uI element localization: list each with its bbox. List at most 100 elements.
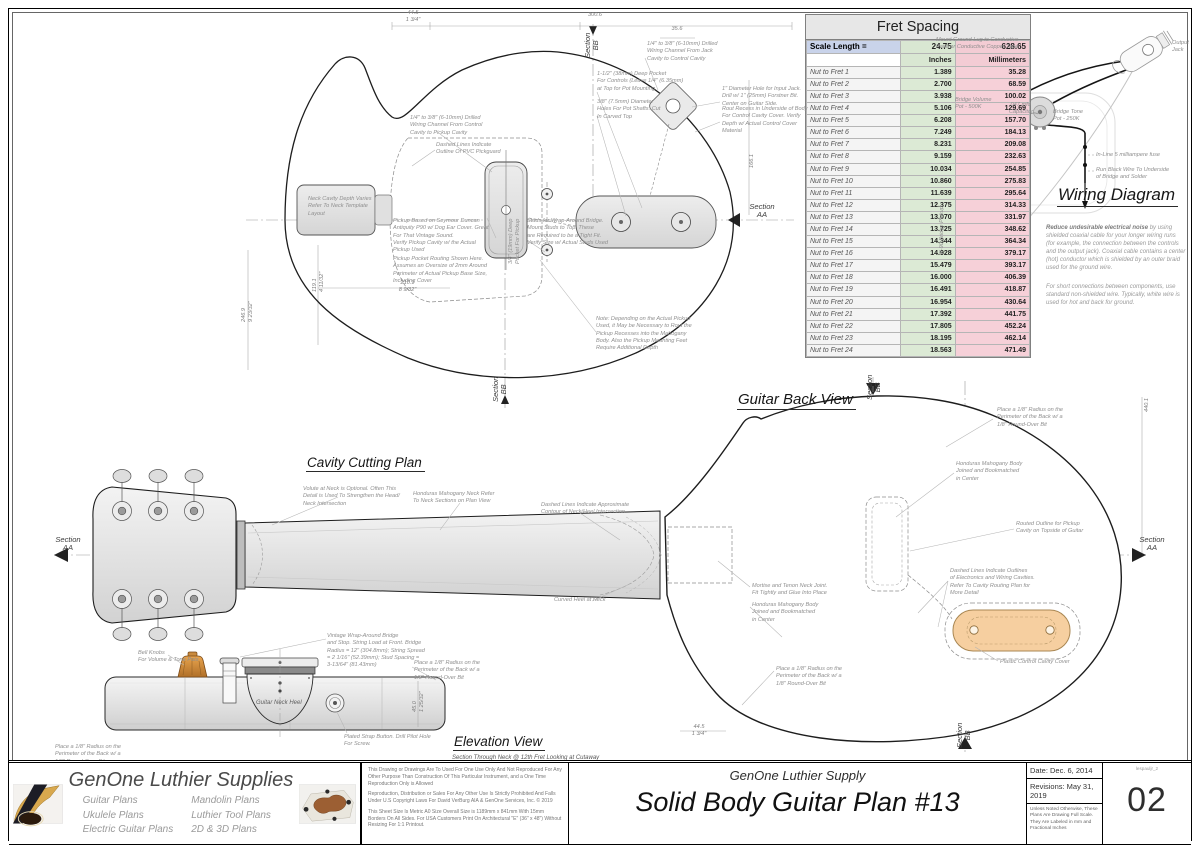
annotation-label: 210.1 8 9/32" — [398, 280, 417, 293]
annotation-label: 166.1 — [749, 154, 755, 168]
sheet-revisions: Revisions: May 31, 2019 — [1027, 779, 1102, 804]
guitar-mold-photo — [299, 783, 356, 824]
control-cavity-cover — [952, 609, 1071, 652]
annotation-label: Section BB — [955, 722, 973, 748]
legal-paragraph: This Drawing or Drawings Are To Used For… — [368, 767, 562, 787]
annotation-label: 246.9 9 23/32" — [241, 301, 254, 322]
annotation-label: 1" Diameter Hole for Input Jack. Drill w… — [722, 86, 802, 107]
annotation-label: Pickup Based on Seymour Duncan Antiquity… — [393, 218, 489, 254]
annotation-label: In-Line 5 milliampere fuse — [1096, 152, 1161, 158]
section-bb-arrow-top — [589, 26, 597, 35]
sheet-date: Date: Dec. 6, 2014 — [1027, 763, 1102, 779]
annotation-label: Section AA — [749, 202, 775, 220]
elevation-view-title: Elevation View — [453, 734, 546, 751]
annotation-label: Section BB — [865, 374, 883, 400]
annotation-label: 44.5 1 3/4" — [691, 724, 707, 737]
annotation-label: 3/4" (19mm) Deep Pocket For Pickup — [508, 218, 522, 264]
fret-spacing-table: Fret Spacing Scale Length = 24.75 628.65… — [805, 14, 1031, 358]
wiring-diagram-title: Wiring Diagram — [1057, 185, 1178, 207]
leader-lines — [167, 638, 437, 734]
annotation-label: Section BB — [583, 32, 601, 58]
annotation-label: Honduras Mahogany Body Joined and Bookma… — [956, 461, 1023, 482]
annotation-label: Section AA — [1139, 535, 1165, 553]
annotation-label: Dashed Lines Indicate Outline Of PVC Pic… — [436, 142, 501, 156]
plans-list-right: Mandolin Plans Luthier Tool Plans 2D & 3… — [191, 795, 271, 836]
annotation-label: Bridge Volume Pot - 500K — [955, 97, 992, 111]
acoustic-guitar-cutaway-photo — [13, 783, 63, 826]
neck-back — [244, 510, 661, 600]
scale-length-row: Scale Length = 24.75 628.65 — [805, 39, 1031, 55]
output-jack — [1112, 30, 1174, 74]
annotation-label: 35.6 — [671, 26, 683, 32]
sheet-number: 02 — [1127, 781, 1167, 819]
sheet-title-section: GenOne Luthier Supply Solid Body Guitar … — [569, 763, 1027, 844]
nut — [236, 520, 246, 590]
title-block: GenOne Luthier Supplies Guitar Plans Uku… — [9, 760, 1191, 845]
section-aa-arrow-right — [1132, 548, 1146, 562]
annotation-label: 45.0 1 25/32" — [412, 691, 425, 712]
annotation-label: 300.6 — [588, 12, 602, 18]
pickup-cavity-ghost — [865, 496, 909, 592]
fret-table-header-row: Inches Millimeters — [805, 53, 1031, 67]
annotation-label: Section BB — [491, 376, 509, 402]
annotation-label: Place a 1/8" Radius on the Perimeter of … — [414, 660, 481, 681]
bridge-studs — [541, 182, 553, 262]
wiring-note-2: For short connections between components… — [1046, 284, 1180, 307]
annotation-label: 1/4" to 3/8" (6-10mm) Drilled Wiring Cha… — [647, 41, 718, 62]
plan-title: Solid Body Guitar Plan #13 — [635, 787, 960, 817]
section-bb-arrow-bottom — [958, 737, 972, 749]
bell-knob — [177, 651, 208, 678]
sheet-meta: Date: Dec. 6, 2014 Revisions: May 31, 20… — [1027, 763, 1103, 844]
annotation-label: 119.1 4 11/32" — [312, 271, 325, 292]
annotation-label: Place a 1/8" Radius on the Perimeter of … — [776, 666, 843, 687]
annotation-label: Guitar Neck Heel — [256, 700, 302, 706]
annotation-label: Rout Recess in Underside of Body For Con… — [722, 106, 808, 134]
legal-paragraph: This Sheet Size Is Metric A0 Size Overal… — [368, 808, 562, 829]
tone-pot — [1024, 96, 1056, 130]
neck-mortise — [667, 526, 733, 584]
annotation-label: Mount Ground Lug to Conductive Paint or … — [936, 37, 1019, 51]
leader-lines — [271, 418, 1015, 706]
annotation-label: Dashed Lines Indicate Outlines of Electr… — [950, 568, 1035, 596]
volute-contour — [251, 524, 263, 586]
annotation-label: Section AA — [55, 535, 81, 553]
annotation-label: Honduras Mahogany Neck Refer To Neck Sec… — [413, 491, 495, 505]
cavity-plan-title: Cavity Cutting Plan — [306, 455, 425, 472]
jack-cavity — [649, 82, 697, 130]
annotation-label: Plated Strap Button. Drill Pilot Hole Fo… — [344, 734, 431, 748]
annotation-label: Pickup Pocket Routing Shown Here. Assume… — [393, 256, 487, 284]
legal-notes: This Drawing or Drawings Are To Used For… — [361, 763, 569, 844]
annotation-label: Output Jack — [1172, 40, 1189, 54]
annotation-label: Studs for Wrap-Around Bridge. Mount Stud… — [527, 218, 609, 246]
annotation-label: Run Black Wire To Underside of Bridge an… — [1096, 167, 1170, 181]
annotation-label: 1/4" to 3/8" (6-10mm) Drilled Wiring Cha… — [410, 115, 483, 136]
cavity-cutting-plan-drawing — [246, 22, 794, 408]
annotation-label: Plastic Control Cavity Cover — [1000, 659, 1070, 665]
sheet-number-section: lespauljr_2 02 — [1103, 763, 1191, 844]
annotation-label: Place a 1/8" Radius on the Perimeter of … — [997, 407, 1064, 428]
guitar-back-view-drawing — [54, 377, 1146, 753]
wraparound-bridge — [219, 657, 240, 704]
annotation-label: Curved Heel at Neck — [554, 597, 606, 603]
company-name: GenOne Luthier Supply — [729, 768, 866, 783]
annotation-label: P-90 Bridge Pickup — [939, 206, 945, 254]
annotation-label: Mortise and Tenon Neck Joint. Fit Tightl… — [752, 583, 828, 597]
annotation-label: 44.5 1 3/4" — [405, 10, 421, 23]
annotation-label: Vintage Wrap-Around Bridge and Stop. Str… — [327, 633, 425, 669]
annotation-label: 3/8" (7.5mm) Diameter Holes For Pot Shaf… — [597, 99, 661, 120]
